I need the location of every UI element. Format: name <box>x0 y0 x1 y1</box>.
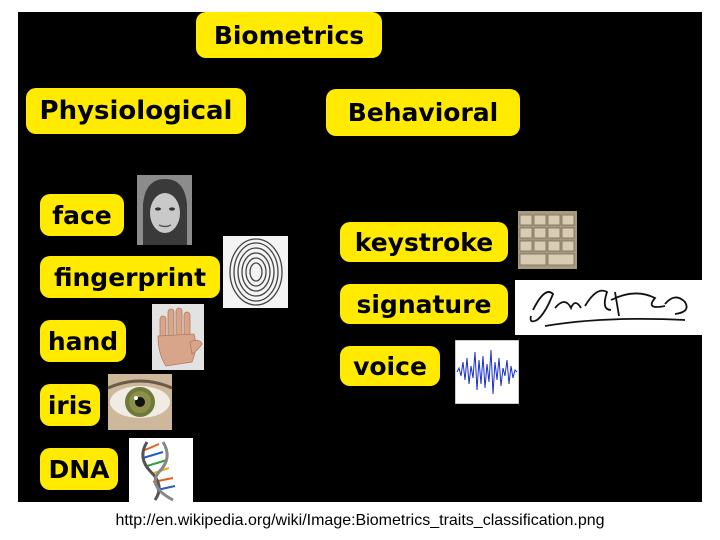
signature-image <box>515 280 702 335</box>
trait-voice: voice <box>340 346 440 386</box>
trait-keystroke: keystroke <box>340 222 508 262</box>
keyboard-photo <box>518 211 577 269</box>
trait-face: face <box>40 194 124 236</box>
dna-helix-image <box>129 438 193 502</box>
category-behavioral: Behavioral <box>326 89 520 136</box>
fingerprint-image <box>223 236 288 308</box>
trait-dna: DNA <box>40 448 118 490</box>
trait-hand: hand <box>40 320 126 362</box>
voice-waveform-image <box>455 340 519 404</box>
face-photo <box>137 175 192 245</box>
hand-photo <box>152 304 204 370</box>
trait-signature: signature <box>340 284 508 324</box>
source-caption: http://en.wikipedia.org/wiki/Image:Biome… <box>115 512 605 529</box>
trait-fingerprint: fingerprint <box>40 256 220 298</box>
iris-photo <box>108 374 172 430</box>
category-physiological: Physiological <box>26 88 246 134</box>
trait-iris: iris <box>40 384 100 426</box>
title-biometrics: Biometrics <box>196 12 382 58</box>
